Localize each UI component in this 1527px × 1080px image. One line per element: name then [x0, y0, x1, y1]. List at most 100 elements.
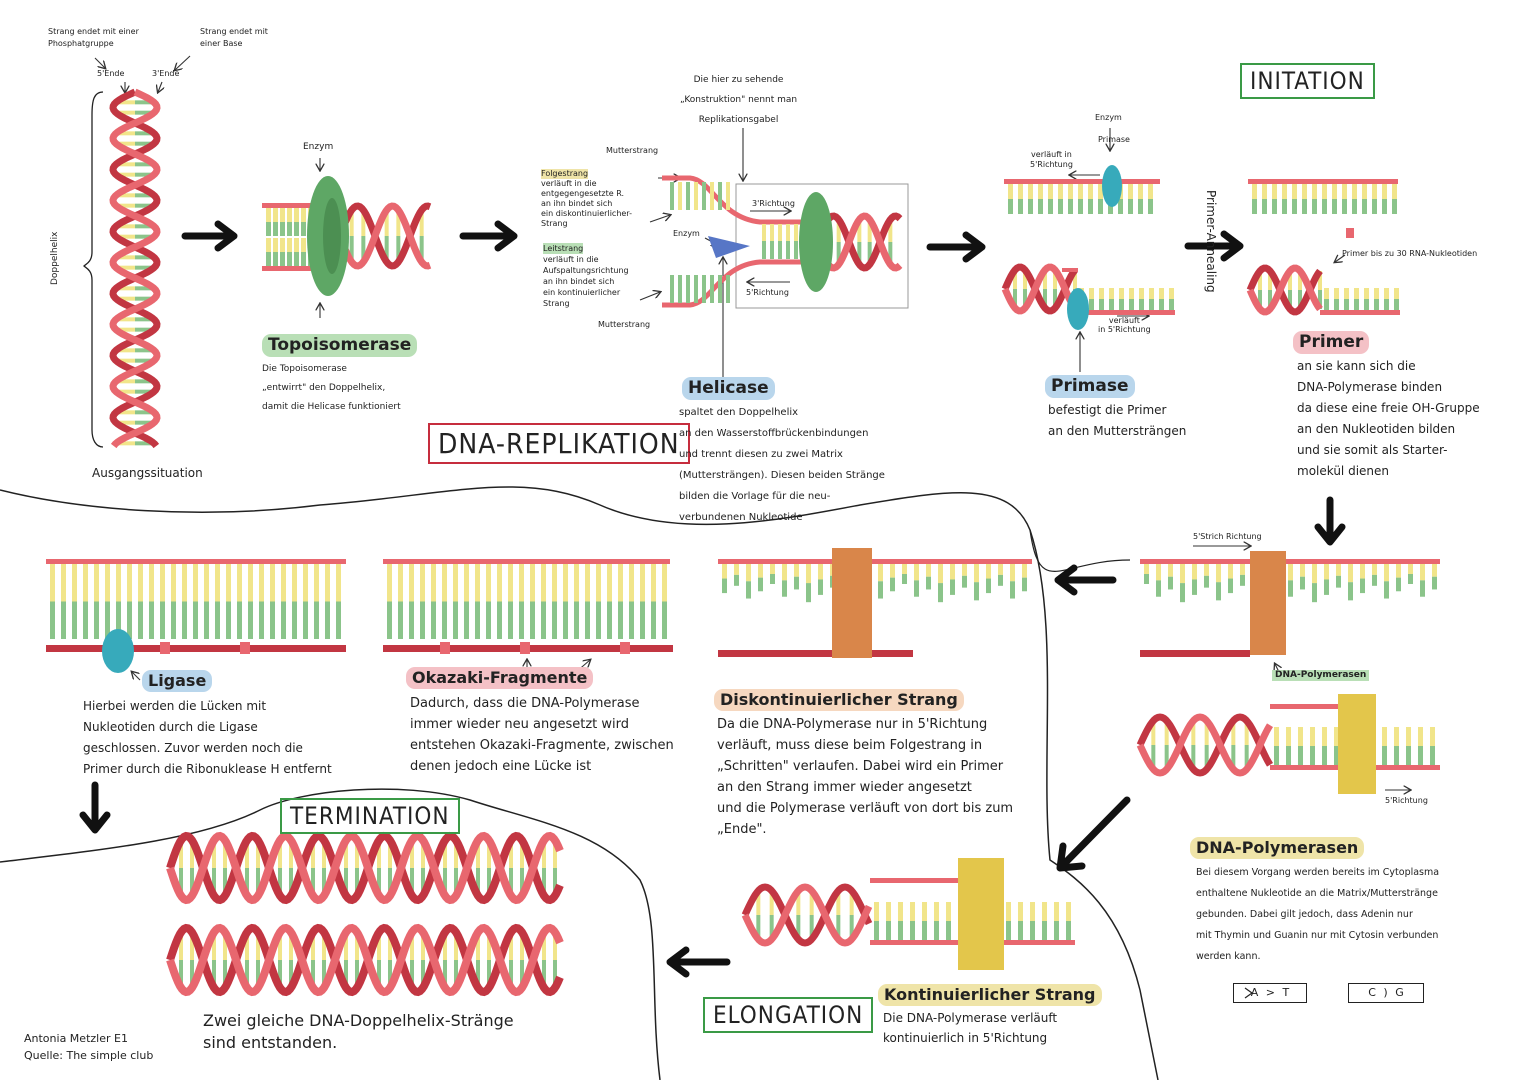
term-helix-2-base: [223, 932, 227, 960]
kont-helix-base: [849, 915, 854, 940]
start-helix-base: [115, 203, 135, 208]
kont-helix-base: [836, 890, 841, 915]
primase-top-ladder-base: [1048, 184, 1053, 199]
poly-bottom-ladder-base: [1286, 746, 1291, 765]
primer-bottom-ladder-base: [1334, 299, 1339, 310]
term-helix-1-base: [322, 868, 326, 896]
primase-top: [1102, 165, 1122, 207]
ligase-desc-line: geschlossen. Zuvor werden noch die: [83, 741, 303, 755]
term-helix-1-base: [190, 868, 194, 896]
poly-top-ladder-base: [1180, 564, 1185, 584]
poly-helix-base: [1244, 720, 1249, 745]
kont-bottom-ladder-base: [886, 921, 891, 940]
primer-bottom-ladder-base: [1374, 299, 1379, 310]
start-helix-base: [135, 379, 155, 384]
ligase-top-ladder-base: [226, 601, 231, 639]
start-helix-base: [115, 162, 135, 167]
start-helix-base: [135, 224, 155, 229]
ligase-top-ladder-base: [237, 564, 242, 602]
primase-top-ladder-base: [1138, 199, 1143, 214]
poly-top-ladder-base: [1396, 564, 1401, 578]
okazaki-gap: [620, 642, 630, 654]
start-helix-base: [135, 420, 155, 425]
topo-ladder-bottom-base: [280, 238, 285, 252]
start-helix-base: [135, 286, 155, 291]
okazaki-top-ladder-base: [497, 564, 502, 602]
term-helix-1-base: [179, 840, 183, 868]
ligase-top-ladder-base: [314, 601, 319, 639]
primase-bottom-ladder-base: [1169, 288, 1174, 299]
topo-ladder-bottom-base: [266, 238, 271, 252]
disk-top-ladder-base: [962, 575, 967, 588]
primer-top-ladder-base: [1362, 184, 1367, 199]
start-helix-base: [135, 348, 155, 353]
verlaeuft-bottom-note: verläuft in 5'Richtung: [1098, 316, 1151, 334]
okazaki-gap: [440, 642, 450, 654]
primer-helix-base: [1268, 270, 1272, 290]
ligase-top-ladder-base: [61, 564, 66, 602]
kont-bottom-ladder-base: [1042, 921, 1047, 940]
primase-helix-base: [1043, 289, 1047, 309]
primer-bottom-ladder-base: [1344, 288, 1349, 299]
disk-top-ladder-base: [974, 582, 979, 601]
disk-top-ladder-base: [782, 580, 787, 597]
primase-top-ladder-base: [1138, 184, 1143, 199]
okazaki-top-ladder-base: [563, 601, 568, 639]
disk-top-ladder-base: [926, 564, 931, 577]
kont-helix-base: [756, 915, 761, 940]
fork-helix-backbone: [814, 212, 903, 272]
term-helix-2-base: [520, 932, 524, 960]
start-helix-base: [135, 389, 155, 394]
kont-helix-base: [809, 890, 814, 915]
polymerase-dir5-label: 5'Richtung: [1385, 796, 1428, 805]
term-helix-1-base: [190, 840, 194, 868]
diskont-desc-line: „Ende".: [717, 822, 767, 837]
doppelhelix-label: Doppelhelix: [50, 231, 60, 285]
term-helix-2-base: [410, 932, 414, 960]
primase-bottom-ladder-base: [1149, 288, 1154, 299]
kont-helix-backbone: [741, 883, 873, 947]
poly-top-ladder-base: [1432, 576, 1437, 590]
five-end-label: 5'Ende: [97, 69, 125, 78]
primase-top-ladder-strand: [1004, 179, 1160, 184]
term-helix-1-base: [289, 868, 293, 896]
polymerase-desc-line: gebunden. Dabei gilt jedoch, dass Adenin…: [1196, 909, 1413, 920]
kont-bottom-ladder-base: [1006, 921, 1011, 940]
helicase-desc-line: (Muttersträngen). Diesen beiden Stränge: [679, 470, 885, 481]
start-helix-base: [115, 110, 135, 115]
topo-ladder-top-base: [287, 208, 292, 222]
topo-helix-backbone: [336, 202, 432, 270]
ligase-top-ladder-base: [281, 601, 286, 639]
primase-top-ladder-base: [1058, 184, 1063, 199]
term-helix-1-base: [212, 840, 216, 868]
disk-top-ladder-base: [806, 564, 811, 584]
okazaki-top-ladder-base: [530, 564, 535, 602]
okazaki-top-ladder-base: [464, 564, 469, 602]
ligase-top-ladder-base: [149, 601, 154, 639]
topo-ladder-bottom-base: [301, 238, 306, 252]
poly-top-ladder-strand: [1140, 559, 1440, 564]
start-helix-base: [135, 327, 155, 332]
primase-bottom-ladder-base: [1159, 288, 1164, 299]
kont-helix-base: [849, 890, 854, 915]
okazaki-top-ladder-base: [607, 601, 612, 639]
term-helix-2-base: [520, 960, 524, 988]
topo-ladder-bottom-base: [287, 252, 292, 266]
primase-bottom-ladder-base: [1139, 299, 1144, 310]
start-helix-base: [135, 162, 155, 167]
topo-ladder-top-base: [266, 222, 271, 236]
okazaki-top-ladder-base: [552, 564, 557, 602]
ligase-top-ladder-base: [193, 564, 198, 602]
poly-bottom-ladder-base: [1430, 727, 1435, 746]
term-helix-2-base: [179, 960, 183, 988]
ligase-top-ladder-strand: [46, 559, 346, 564]
termination-heading: TERMINATION: [280, 798, 460, 834]
disk-top-ladder-base: [1022, 564, 1027, 578]
fork-base-top: [686, 182, 690, 210]
term-helix-1-base: [443, 840, 447, 868]
poly-top-ladder-base: [1312, 564, 1317, 584]
start-helix-base: [135, 441, 155, 446]
fork-base-top: [678, 182, 682, 210]
leitstrang-line: Aufspaltungsrichtung: [543, 266, 629, 275]
topo-helix-base: [419, 236, 424, 262]
